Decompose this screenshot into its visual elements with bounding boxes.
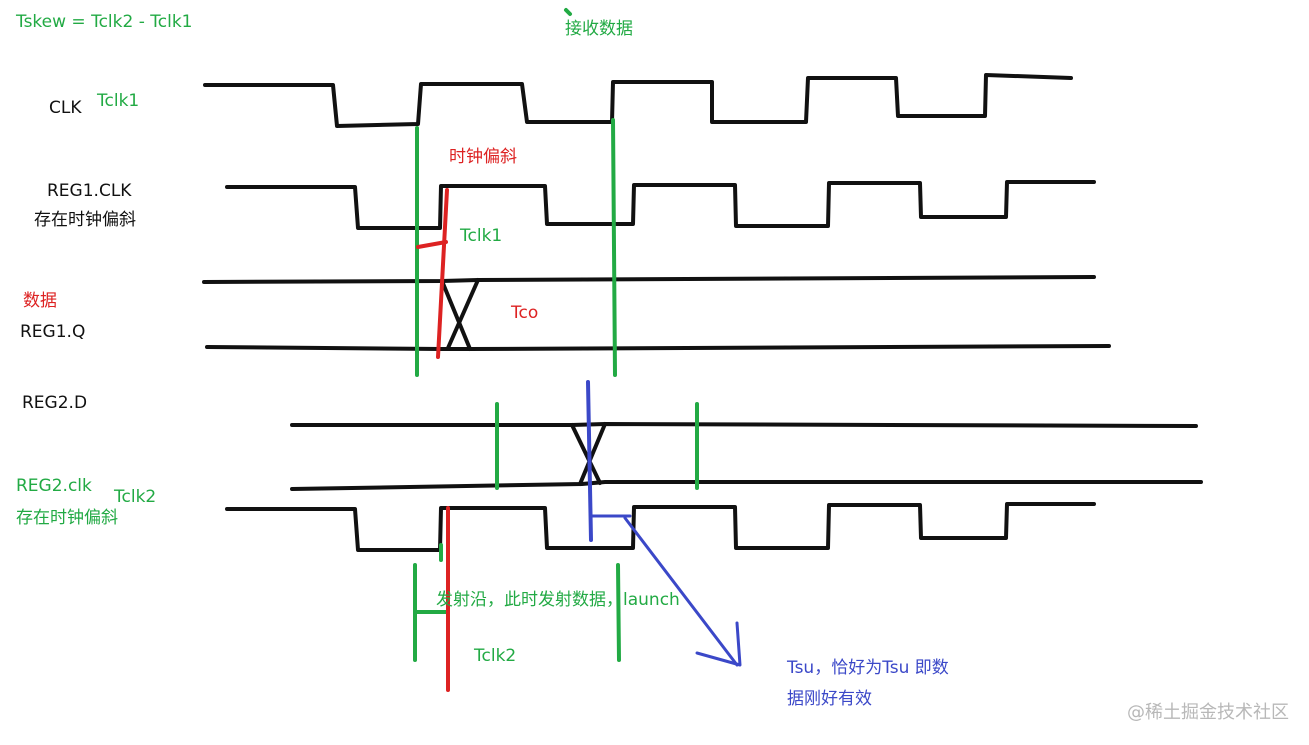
- red-skew-line: [436, 188, 449, 359]
- reg1-clk-waveform: [225, 180, 1096, 230]
- reg1-q-transition-b: [446, 278, 480, 350]
- skew-formula: Tskew = Tclk2 - Tclk1: [16, 12, 193, 32]
- reg1-q-lower-line: [205, 344, 1111, 351]
- clk-waveform: [203, 73, 1073, 128]
- green-receive-mark: [564, 8, 572, 16]
- reg1-q-transition-a: [440, 279, 472, 351]
- green-launch-line-right: [616, 563, 621, 662]
- tsu-note-line1: Tsu，恰好为Tsu 即数: [787, 658, 949, 678]
- clock-skew-label: 时钟偏斜: [449, 147, 517, 167]
- clk-label: CLK: [49, 98, 82, 118]
- blue-setup-line: [586, 380, 593, 542]
- reg1-q-label: REG1.Q: [20, 322, 86, 342]
- tclk1-top-label: Tclk1: [97, 91, 140, 111]
- tsu-note-line2: 据刚好有效: [787, 689, 872, 709]
- watermark: @稀土掘金技术社区: [1127, 702, 1289, 723]
- data-label: 数据: [23, 291, 57, 311]
- reg2-d-lower-line: [290, 480, 1203, 491]
- tclk1-mid-label: Tclk1: [460, 226, 503, 246]
- tclk2-bottom-label: Tclk2: [474, 646, 517, 666]
- reg2-d-upper-line: [290, 422, 1198, 428]
- reg2-d-transition-a: [570, 423, 602, 485]
- blue-arrowhead: [695, 621, 742, 667]
- reg1-skew-label: 存在时钟偏斜: [34, 210, 136, 230]
- receive-data-label: 接收数据: [565, 19, 633, 39]
- reg2-skew-label: 存在时钟偏斜: [16, 508, 118, 528]
- reg2-d-label: REG2.D: [22, 393, 88, 413]
- reg2-clk-label: REG2.clk: [16, 476, 92, 496]
- red-skew-arrow-shaft: [416, 240, 448, 249]
- launch-edge-label: 发射沿，此时发射数据，launch: [436, 590, 680, 610]
- green-edge-line-2: [611, 118, 617, 377]
- tco-label: Tco: [511, 303, 539, 323]
- tclk2-side-label: Tclk2: [114, 487, 157, 507]
- blue-setup-arrow: [623, 516, 739, 667]
- reg1-q-upper-line: [202, 275, 1096, 284]
- reg1-clk-label: REG1.CLK: [47, 181, 132, 201]
- reg2-clk-waveform: [225, 502, 1096, 552]
- reg2-d-transition-b: [578, 422, 607, 486]
